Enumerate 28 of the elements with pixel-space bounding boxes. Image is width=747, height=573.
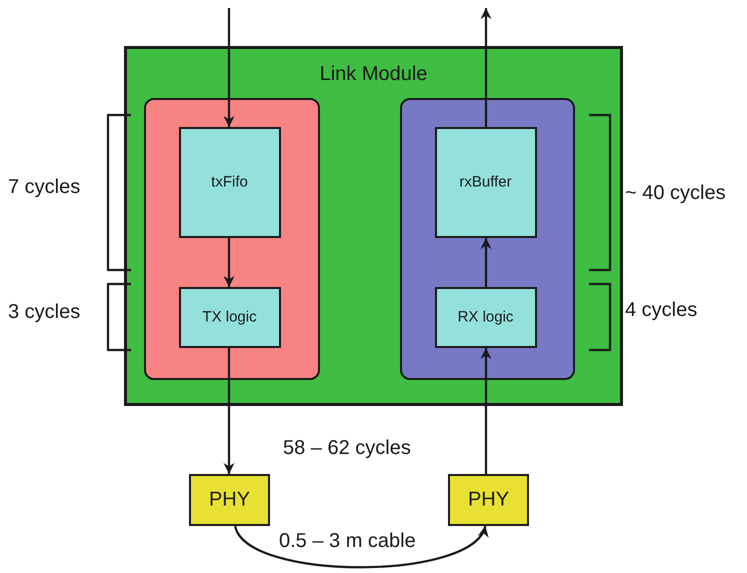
module-title: Link Module xyxy=(318,63,428,86)
module-box xyxy=(124,46,623,406)
arrow xyxy=(234,525,486,568)
cycle-count-label: 4 cycles xyxy=(625,299,698,322)
arrow xyxy=(224,8,234,127)
box-label: PHY xyxy=(208,488,252,512)
buffer-box xyxy=(434,126,536,238)
arrow xyxy=(480,238,492,287)
rx-panel xyxy=(400,98,575,380)
logic-box xyxy=(434,286,536,348)
logic-box xyxy=(178,286,280,348)
arrow xyxy=(480,8,492,127)
latency-label: 58 – 62 cycles xyxy=(283,437,411,460)
cycle-count-label: 7 cycles xyxy=(8,176,80,199)
fifo-box xyxy=(178,126,280,238)
box-label: PHY xyxy=(466,488,510,512)
tx-panel xyxy=(144,98,320,380)
cycle-count-label: 3 cycles xyxy=(8,301,80,324)
cycle-count-label: ~ 40 cycles xyxy=(625,182,726,205)
box-label: RX logic xyxy=(456,308,514,326)
arrow xyxy=(480,348,492,474)
box-label: txFifo xyxy=(210,174,249,190)
phy-box xyxy=(448,474,529,526)
phy-box xyxy=(189,474,270,526)
box-label: rxBuffer xyxy=(458,174,513,190)
arrow xyxy=(224,348,234,474)
arrow xyxy=(224,238,234,287)
box-label: TX logic xyxy=(201,308,258,326)
